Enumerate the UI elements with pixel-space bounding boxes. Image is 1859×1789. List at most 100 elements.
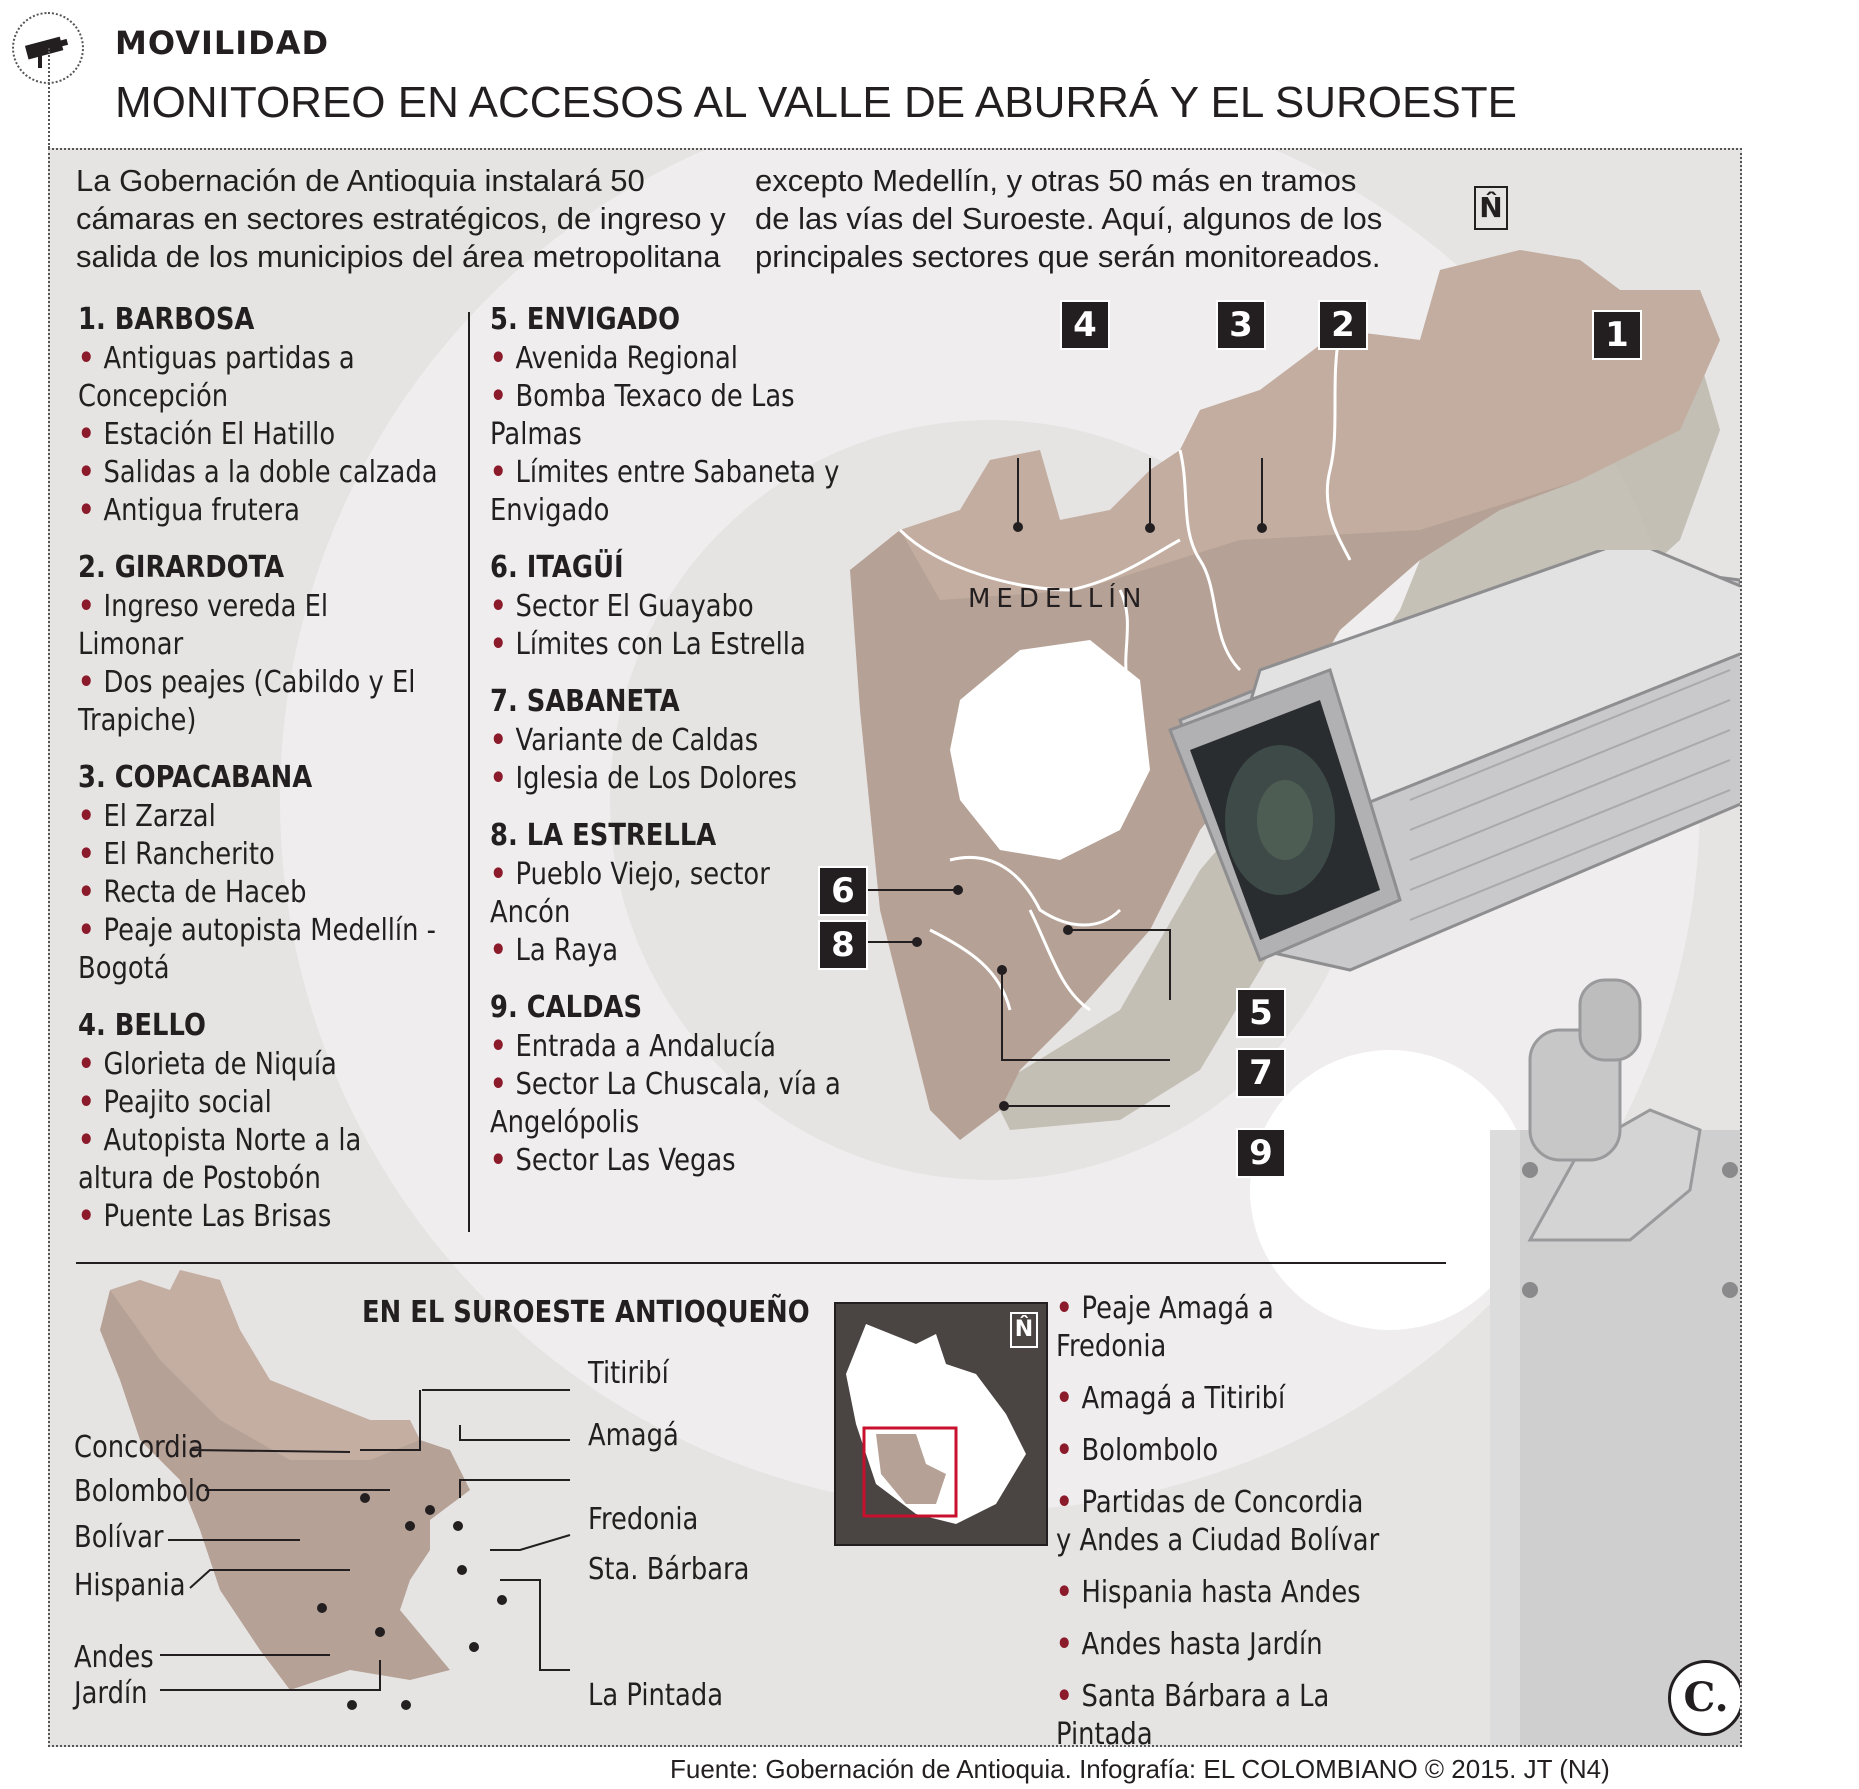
- district-group: 4. BELLO• Glorieta de Niquía• Peajito so…: [78, 1006, 498, 1236]
- divider: [48, 48, 50, 148]
- bullet-icon: •: [490, 627, 516, 662]
- district-title: 7. SABANETA: [490, 684, 680, 719]
- district-group: 1. BARBOSA • Antiguas partidas a Concepci…: [78, 300, 498, 530]
- locator-map: N̂: [834, 1302, 1048, 1546]
- southwest-map: [100, 1270, 507, 1710]
- bullet-icon: •: [490, 1029, 516, 1064]
- list-item: • Autopista Norte a la altura de Postobó…: [78, 1122, 439, 1198]
- southwest-title: EN EL SUROESTE ANTIOQUEÑO: [362, 1295, 810, 1330]
- page-title: MONITOREO EN ACCESOS AL VALLE DE ABURRÁ …: [115, 78, 1517, 127]
- list-item-text: Recta de Haceb: [103, 875, 307, 910]
- bullet-icon: •: [1056, 1485, 1082, 1520]
- list-item: • Iglesia de Los Dolores: [490, 760, 851, 798]
- town-label: Bolombolo: [74, 1474, 211, 1509]
- list-item-text: Bolombolo: [1081, 1433, 1219, 1468]
- marker-9: 9: [1236, 1128, 1286, 1178]
- section-label: MOVILIDAD: [115, 24, 330, 62]
- bullet-icon: •: [1056, 1381, 1082, 1416]
- list-item: • Partidas de Concordia y Andes a Ciudad…: [1056, 1484, 1383, 1560]
- bullet-icon: •: [490, 589, 516, 624]
- bullet-icon: •: [78, 875, 104, 910]
- list-item-text: Sector El Guayabo: [515, 589, 754, 624]
- bullet-icon: •: [78, 837, 104, 872]
- bullet-icon: •: [78, 1047, 104, 1082]
- list-item-text: Dos peajes (Cabildo y El Trapiche): [78, 665, 416, 738]
- section-divider: [76, 1262, 1446, 1264]
- list-item: • Dos peajes (Cabildo y El Trapiche): [78, 664, 439, 740]
- list-item: • Sector La Chuscala, vía a Angelópolis: [490, 1066, 851, 1142]
- list-item-text: Iglesia de Los Dolores: [515, 761, 797, 796]
- list-item-text: Amagá a Titiribí: [1081, 1381, 1286, 1416]
- bullet-icon: •: [1056, 1627, 1082, 1662]
- marker-4: 4: [1060, 300, 1110, 350]
- town-label: Fredonia: [588, 1502, 699, 1537]
- list-item-text: Glorieta de Niquía: [103, 1047, 337, 1082]
- list-item-text: Sector Las Vegas: [515, 1143, 736, 1178]
- list-item-text: Autopista Norte a la altura de Postobón: [78, 1123, 362, 1196]
- bullet-icon: •: [78, 1199, 104, 1234]
- list-item: • Pueblo Viejo, sector Ancón: [490, 856, 851, 932]
- list-item: • La Raya: [490, 932, 851, 970]
- district-title: 4. BELLO: [78, 1008, 206, 1043]
- bullet-icon: •: [78, 493, 104, 528]
- district-title: 1. BARBOSA: [78, 302, 255, 337]
- north-indicator: N̂: [1474, 186, 1508, 230]
- list-item-text: Entrada a Andalucía: [515, 1029, 776, 1064]
- list-item-text: Límites con La Estrella: [515, 627, 806, 662]
- list-item-text: Antiguas partidas a Concepción: [78, 341, 355, 414]
- district-group: 6. ITAGÜÍ • Sector El Guayabo• Límites co…: [490, 548, 910, 664]
- intro-right: excepto Medellín, y otras 50 más en tram…: [755, 163, 1383, 274]
- list-item: • Avenida Regional: [490, 340, 851, 378]
- list-item-text: Sector La Chuscala, vía a Angelópolis: [490, 1067, 841, 1140]
- list-item: • Límites con La Estrella: [490, 626, 851, 664]
- watermark-dot: [1250, 1050, 1530, 1330]
- town-label: Sta. Bárbara: [588, 1552, 750, 1587]
- marker-6: 6: [818, 866, 868, 916]
- marker-8: 8: [818, 920, 868, 970]
- list-item: • Bomba Texaco de Las Palmas: [490, 378, 851, 454]
- source-credit: Fuente: Gobernación de Antioquia. Infogr…: [670, 1754, 1610, 1784]
- bullet-icon: •: [490, 1143, 516, 1178]
- intro-left: La Gobernación de Antioquia instalará 50…: [76, 163, 726, 274]
- bullet-icon: •: [78, 417, 104, 452]
- list-item: • Peajito social: [78, 1084, 439, 1122]
- infographic-panel: La Gobernación de Antioquia instalará 50…: [48, 148, 1742, 1747]
- marker-2: 2: [1318, 300, 1368, 350]
- bullet-icon: •: [490, 1067, 516, 1102]
- bullet-icon: •: [78, 665, 104, 700]
- list-item: • Entrada a Andalucía: [490, 1028, 851, 1066]
- list-item: • Glorieta de Niquía: [78, 1046, 439, 1084]
- bullet-icon: •: [78, 913, 104, 948]
- town-label: Jardín: [74, 1676, 148, 1711]
- bullet-icon: •: [1056, 1291, 1082, 1326]
- list-item-text: Peajito social: [103, 1085, 272, 1120]
- marker-5: 5: [1236, 988, 1286, 1038]
- list-item: • Variante de Caldas: [490, 722, 851, 760]
- list-item-text: Bomba Texaco de Las Palmas: [490, 379, 795, 452]
- list-item: • Ingreso vereda El Limonar: [78, 588, 439, 664]
- bullet-icon: •: [490, 341, 516, 376]
- list-item-text: Pueblo Viejo, sector Ancón: [490, 857, 770, 930]
- list-item: • Santa Bárbara a La Pintada: [1056, 1678, 1383, 1745]
- district-title: 8. LA ESTRELLA: [490, 818, 717, 853]
- list-item-text: Partidas de Concordia y Andes a Ciudad B…: [1056, 1485, 1380, 1558]
- bullet-icon: •: [1056, 1433, 1082, 1468]
- list-item-text: Puente Las Brisas: [103, 1199, 332, 1234]
- list-item-text: Peaje Amagá a Fredonia: [1056, 1291, 1274, 1364]
- list-item-text: Peaje autopista Medellín - Bogotá: [78, 913, 436, 986]
- bullet-icon: •: [78, 1123, 104, 1158]
- surveillance-camera-illustration: [1168, 550, 1740, 1745]
- list-item: • El Zarzal: [78, 798, 439, 836]
- list-column-right: 5. ENVIGADO• Avenida Regional• Bomba Tex…: [490, 300, 910, 1198]
- bullet-icon: •: [78, 341, 104, 376]
- list-item-text: Límites entre Sabaneta y Envigado: [490, 455, 840, 528]
- town-label: Concordia: [74, 1430, 204, 1465]
- district-title: 5. ENVIGADO: [490, 302, 681, 337]
- list-item: • El Rancherito: [78, 836, 439, 874]
- list-item: • Peaje Amagá a Fredonia: [1056, 1290, 1383, 1366]
- district-title: 3. COPACABANA: [78, 760, 313, 795]
- town-label: Amagá: [588, 1418, 679, 1453]
- district-title: 6. ITAGÜÍ: [490, 550, 624, 585]
- list-item-text: Avenida Regional: [515, 341, 738, 376]
- list-item-text: El Zarzal: [103, 799, 216, 834]
